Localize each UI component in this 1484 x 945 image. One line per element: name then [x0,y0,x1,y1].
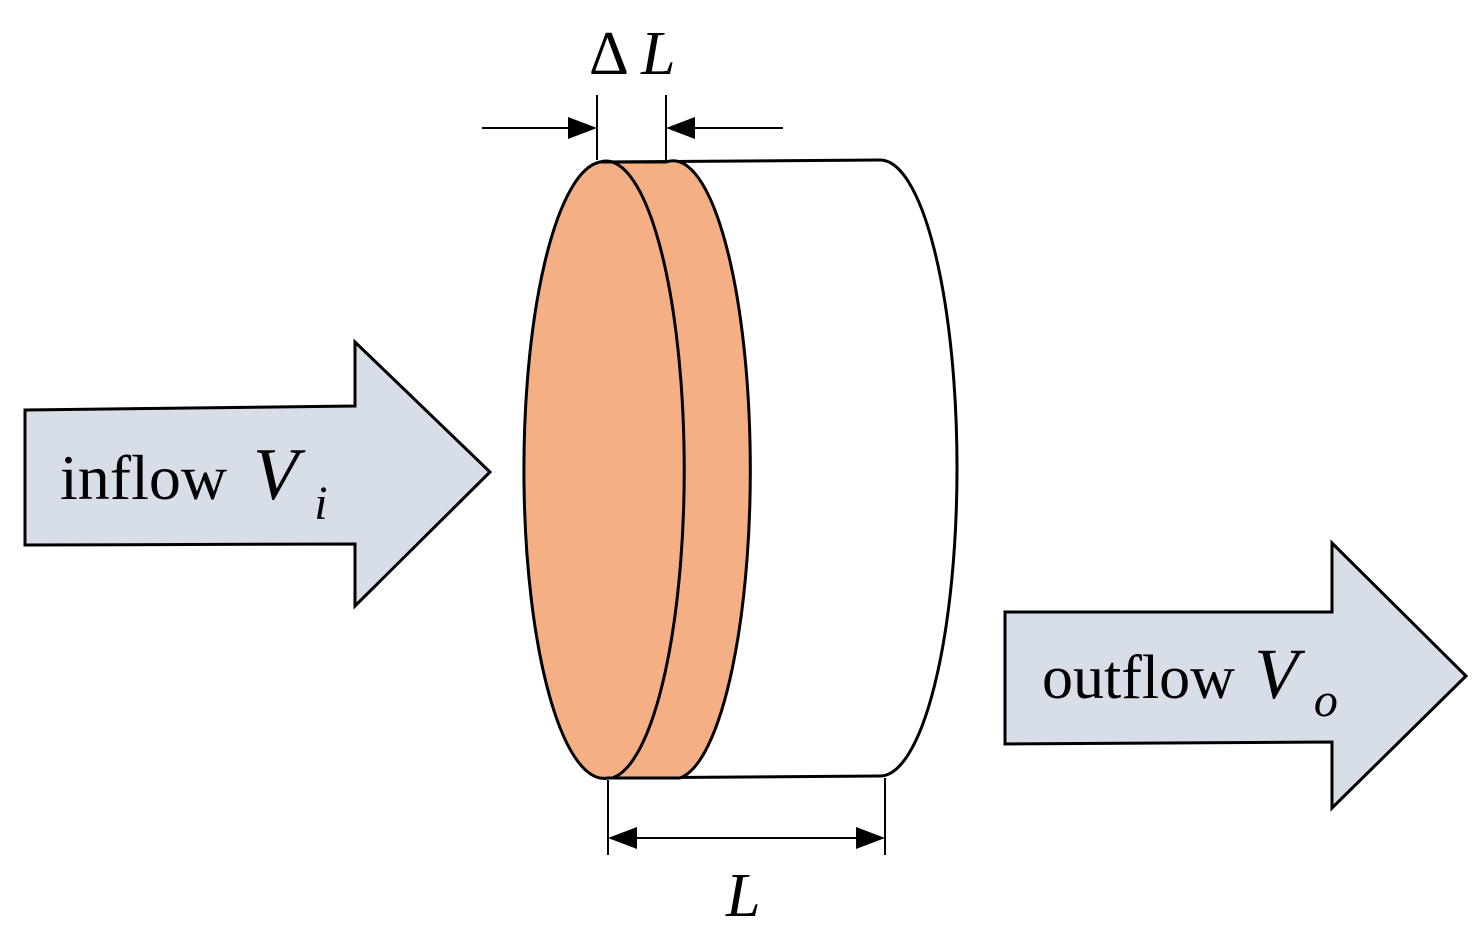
outflow-label: outflow V o [1042,634,1338,727]
length-dimension: L [607,778,886,930]
outflow-word: outflow [1042,644,1235,712]
outflow-arrow-shape [1003,539,1469,812]
delta-symbol: Δ [589,20,627,88]
inflow-subscript: i [314,477,327,530]
delta-l-slice [522,159,752,780]
inflow-label: inflow V i [60,434,328,530]
inflow-word: inflow [60,442,227,513]
delta-l-arrowhead-left [568,117,597,139]
delta-variable: L [640,20,675,88]
inflow-variable: V [253,434,306,516]
outflow-subscript: o [1314,674,1338,727]
length-arrowhead-right [856,827,885,849]
outflow-variable: V [1254,634,1305,714]
length-label: L [725,862,760,930]
slice-inner-edge [599,159,686,780]
inflow-arrow-shape [23,338,493,610]
inflow-arrow: inflow V i [23,338,493,610]
outflow-arrow: outflow V o [1003,539,1469,812]
length-arrowhead-left [608,827,637,849]
cylinder [522,158,959,780]
delta-l-dimension: Δ L [482,20,783,160]
delta-l-arrowhead-right [666,117,695,139]
delta-l-label: Δ L [589,20,675,88]
